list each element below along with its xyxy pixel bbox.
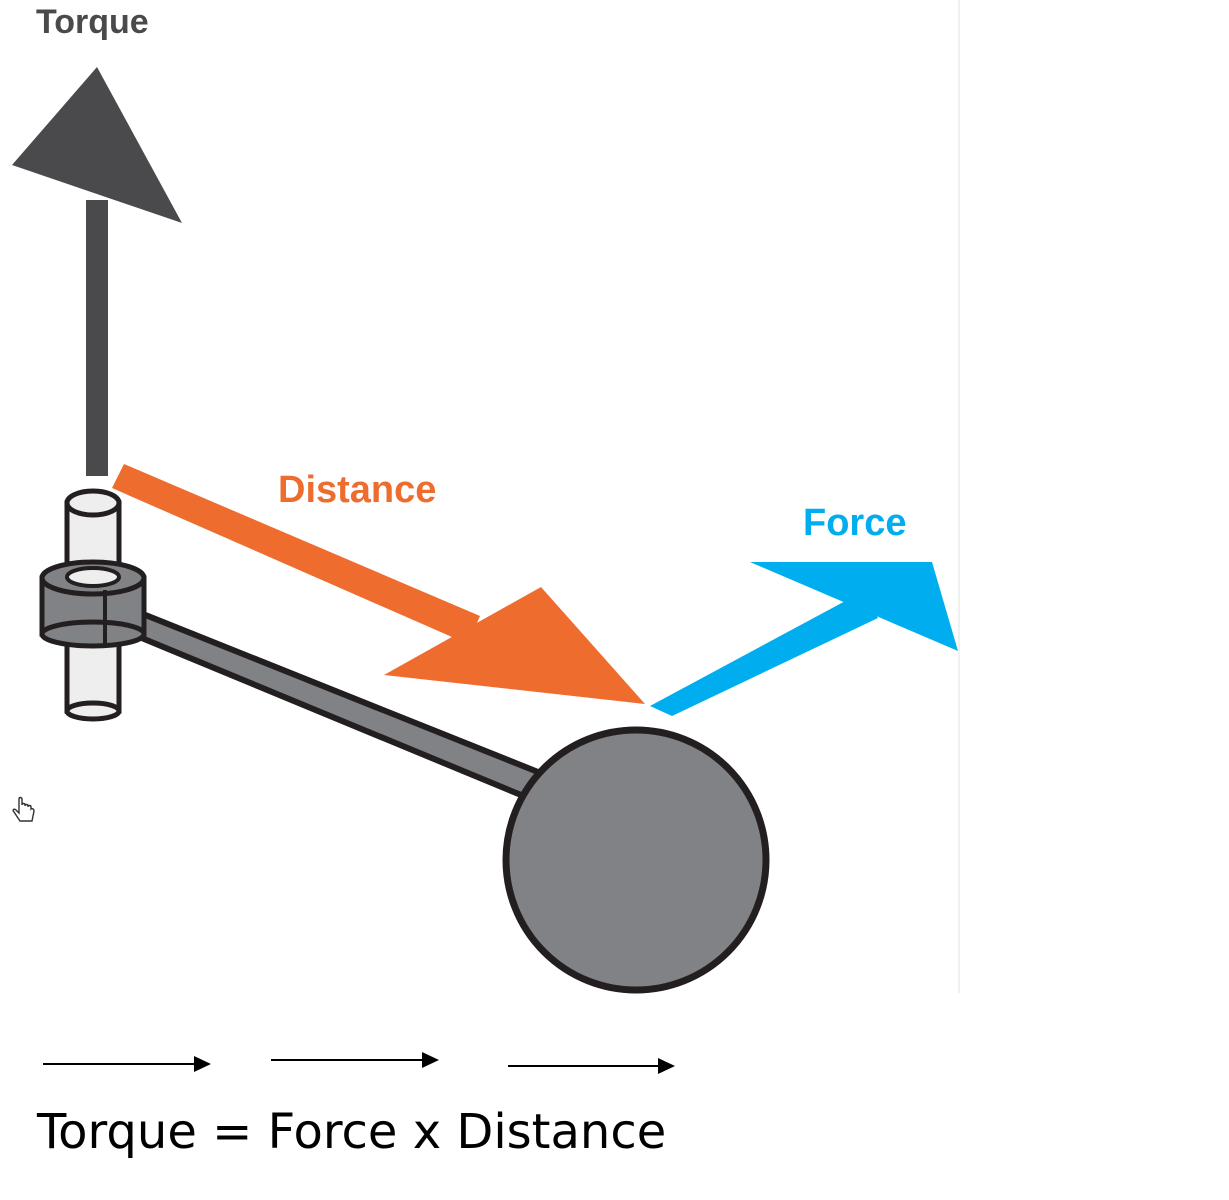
- small-arrow-1: [43, 1056, 211, 1072]
- torque-arrow: [12, 67, 182, 476]
- small-arrow-3: [508, 1058, 675, 1074]
- force-label: Force: [803, 502, 906, 544]
- pivot-collar: [39, 559, 147, 649]
- force-arrow: [650, 562, 958, 716]
- torque-equation: Torque = Force x Distance: [36, 1104, 666, 1160]
- distance-arrow: [112, 464, 645, 704]
- ball-mass: [502, 726, 770, 994]
- hand-pointer-icon: [12, 796, 35, 822]
- distance-label: Distance: [278, 469, 436, 511]
- small-arrow-2: [271, 1052, 439, 1068]
- torque-label: Torque: [36, 3, 149, 41]
